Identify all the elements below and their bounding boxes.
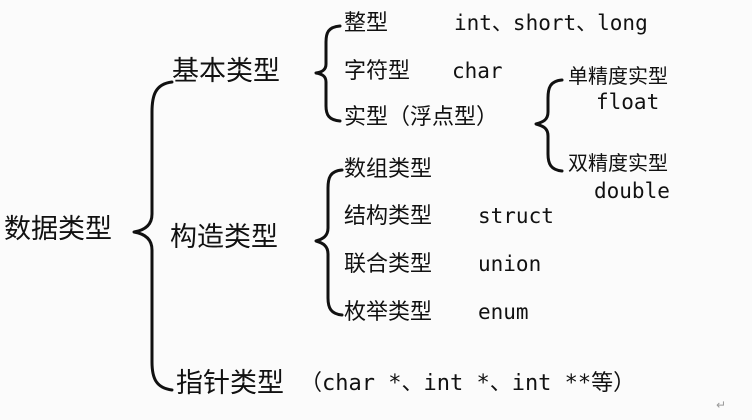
- paragraph-mark-icon: ↵: [716, 398, 727, 412]
- root-label: 数据类型: [4, 214, 112, 245]
- real-type-label: 实型（浮点型）: [344, 105, 499, 130]
- enum-type-label: 枚举类型: [344, 300, 433, 325]
- float-type-label: 单精度实型: [568, 64, 668, 88]
- composite-types-brace: [314, 168, 344, 317]
- integer-type-label: 整型: [344, 11, 389, 36]
- float-keyword: float: [596, 90, 660, 114]
- basic-types-brace: [314, 24, 342, 123]
- struct-type-label: 结构类型: [344, 204, 433, 229]
- category-pointer-types: 指针类型: [176, 368, 284, 399]
- double-type-label: 双精度实型: [568, 151, 668, 175]
- enum-keyword: enum: [478, 300, 529, 324]
- char-type-label: 字符型: [344, 59, 411, 84]
- category-basic-types: 基本类型: [172, 56, 280, 87]
- struct-keyword: struct: [478, 204, 554, 228]
- integer-type-keywords: int、short、long: [454, 11, 648, 35]
- char-type-keyword: char: [452, 59, 503, 83]
- category-composite-types: 构造类型: [170, 222, 278, 253]
- union-keyword: union: [478, 252, 542, 276]
- root-brace: [132, 80, 174, 392]
- double-keyword: double: [594, 179, 670, 203]
- array-type-label: 数组类型: [344, 157, 433, 182]
- pointer-type-examples: （char *、int *、int **等）: [300, 371, 636, 396]
- union-type-label: 联合类型: [344, 252, 433, 277]
- real-types-brace: [534, 78, 564, 173]
